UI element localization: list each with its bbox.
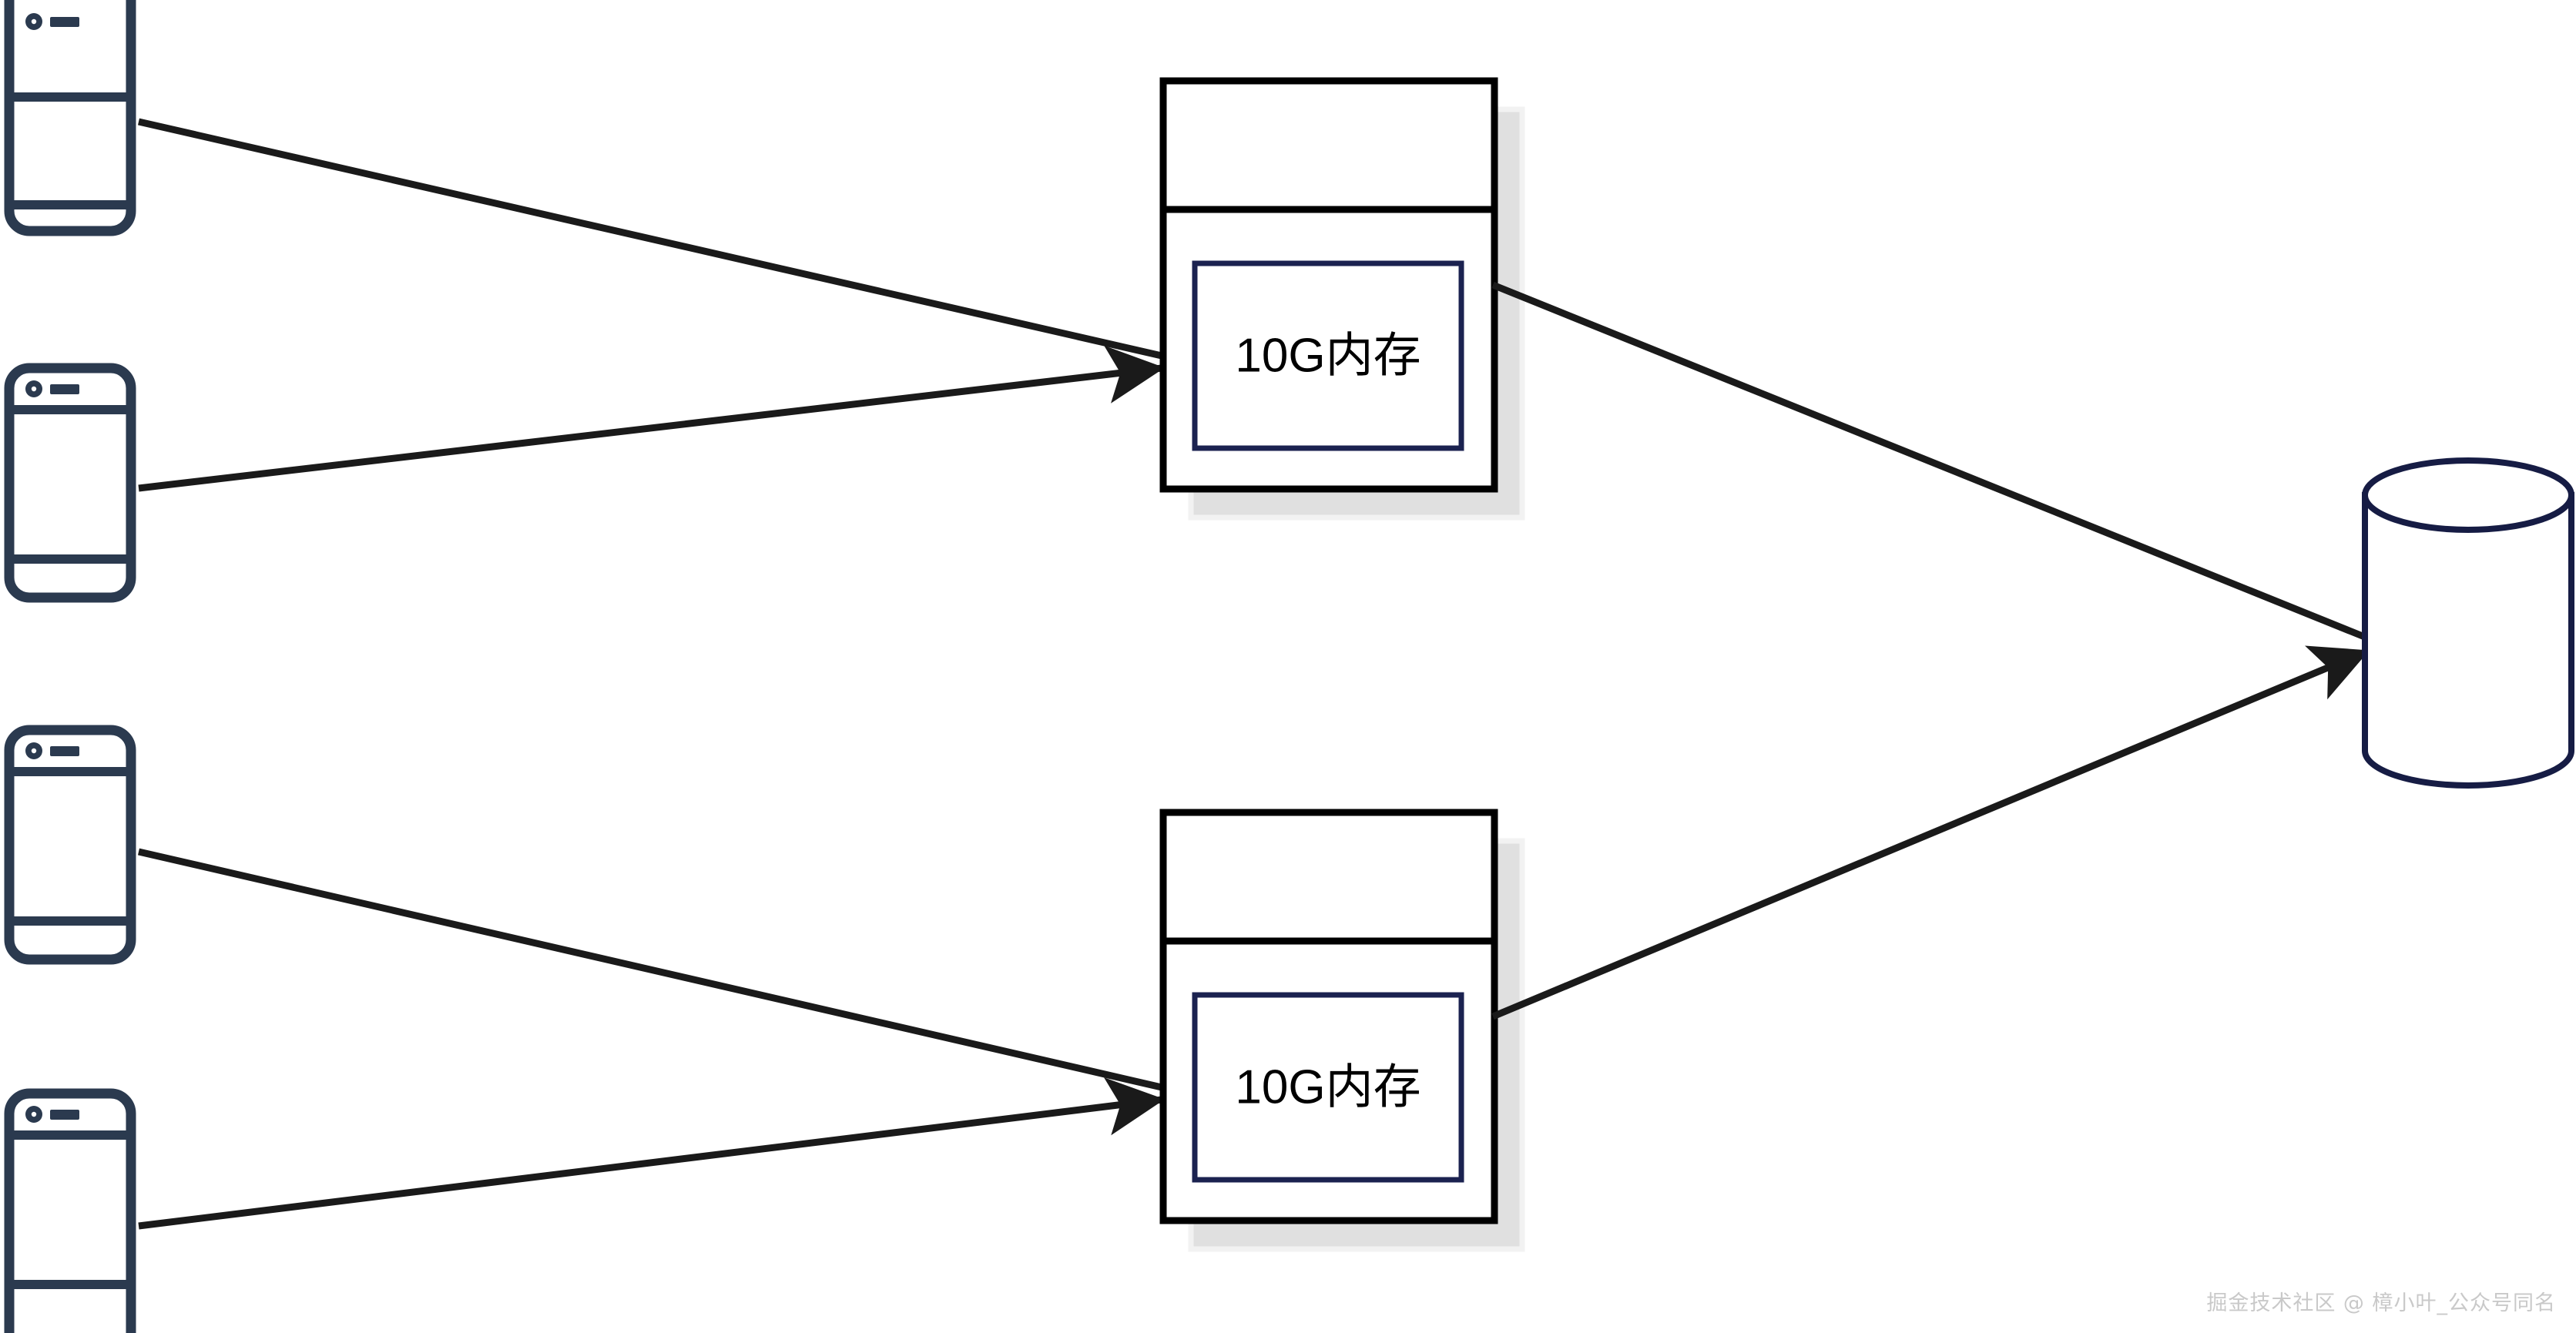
server-node[interactable]: 10G内存	[1159, 809, 1525, 1252]
node-memory-box	[1192, 992, 1464, 1183]
edge-phone1-node1	[137, 118, 1163, 360]
edge-node1-db	[1491, 281, 2368, 641]
node-memory-label: 10G内存	[1235, 1061, 1420, 1114]
watermark: 掘金技术社区 @ 樟小叶_公众号同名	[2206, 1291, 2556, 1315]
node-memory-label: 10G内存	[1235, 330, 1420, 383]
database-cylinder[interactable]	[2362, 457, 2574, 789]
db-top	[2362, 457, 2574, 533]
edge-node2-db	[1491, 645, 2370, 1020]
mobile-phone-icon	[4, 363, 136, 603]
mobile-phone-icon	[4, 0, 136, 236]
mobile-phone-icon	[4, 1088, 136, 1333]
edge-phone3-node2	[137, 848, 1163, 1091]
mobile-phone-icon	[4, 725, 136, 965]
server-node[interactable]: 10G内存	[1159, 77, 1525, 521]
edge-phone4-node2	[138, 1077, 1166, 1230]
edge-phone2-node1	[138, 345, 1166, 492]
db-body	[2362, 492, 2574, 789]
node-memory-box	[1192, 260, 1464, 451]
